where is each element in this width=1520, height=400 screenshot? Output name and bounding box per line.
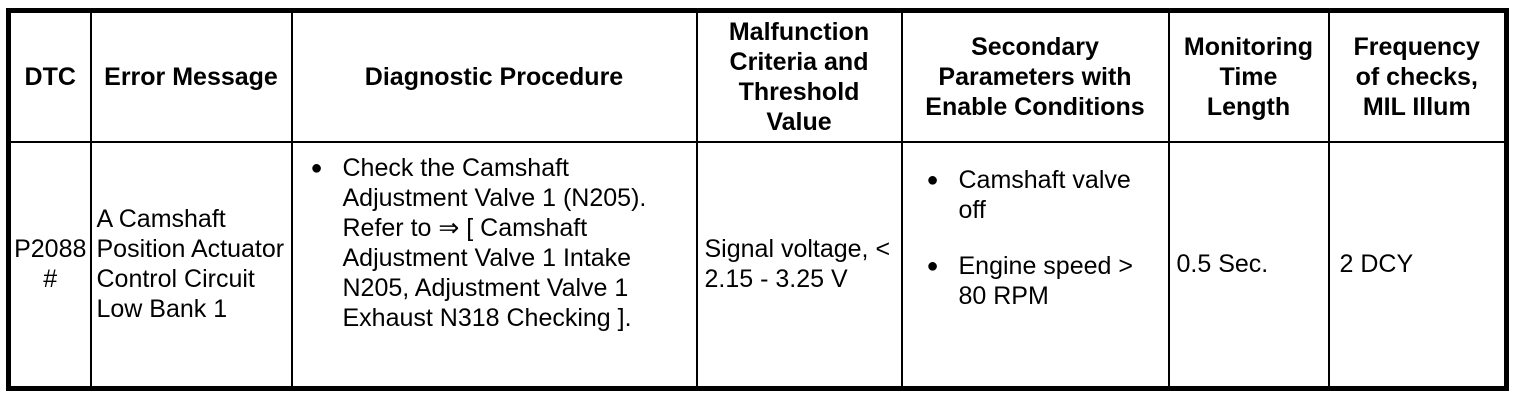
diagnostic-step: Check the Camshaft Adjustment Valve 1 (N… — [342, 154, 647, 332]
error-message: A Camshaft Position Actuator Control Cir… — [89, 141, 293, 389]
list-item: ● Check the Camshaft Adjustment Valve 1 … — [311, 153, 688, 333]
diagnostic-procedure-cell: ● Check the Camshaft Adjustment Valve 1 … — [290, 141, 698, 389]
bullet-icon: ● — [310, 157, 323, 179]
dtc-table: DTC Error Message Diagnostic Procedure M… — [6, 8, 1509, 391]
column-header-frequency-mil: Frequency of checks, MIL Illum — [1327, 9, 1508, 143]
diagnostic-procedure-list: ● Check the Camshaft Adjustment Valve 1 … — [311, 153, 688, 333]
column-header-secondary-parameters: Secondary Parameters with Enable Conditi… — [900, 9, 1170, 143]
secondary-parameter: Camshaft valve off — [958, 166, 1131, 224]
column-header-malfunction-criteria: Malfunction Criteria and Threshold Value — [695, 9, 903, 143]
bullet-icon: ● — [926, 255, 939, 277]
column-header-diagnostic-procedure: Diagnostic Procedure — [290, 9, 698, 143]
monitoring-time: 0.5 Sec. — [1167, 141, 1330, 389]
list-item: ● Engine speed > 80 RPM — [927, 251, 1154, 311]
secondary-parameter: Engine speed > 80 RPM — [958, 252, 1133, 310]
list-item: ● Camshaft valve off — [927, 165, 1154, 225]
secondary-parameters-list: ● Camshaft valve off ● Engine speed > 80… — [927, 165, 1154, 311]
column-header-error-message: Error Message — [89, 9, 293, 143]
malfunction-criteria: Signal voltage, < 2.15 - 3.25 V — [695, 141, 903, 389]
bullet-icon: ● — [926, 169, 939, 191]
table-row: P2088 # A Camshaft Position Actuator Con… — [7, 141, 1508, 389]
frequency-mil: 2 DCY — [1327, 141, 1508, 389]
header-row: DTC Error Message Diagnostic Procedure M… — [7, 9, 1508, 143]
column-header-monitoring-time: Monitoring Time Length — [1167, 9, 1330, 143]
secondary-parameters-cell: ● Camshaft valve off ● Engine speed > 80… — [900, 141, 1170, 389]
dtc-code: P2088 # — [7, 141, 92, 389]
column-header-dtc: DTC — [7, 9, 92, 143]
